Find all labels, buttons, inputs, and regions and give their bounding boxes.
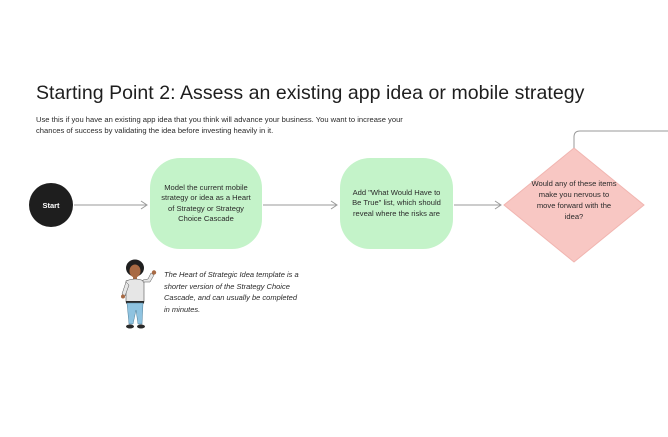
decision-diamond[interactable] xyxy=(503,147,645,263)
template-note: The Heart of Strategic Idea template is … xyxy=(164,270,299,314)
start-node[interactable]: Start xyxy=(29,183,73,227)
page-description: Use this if you have an existing app ide… xyxy=(36,115,403,135)
page-title: Starting Point 2: Assess an existing app… xyxy=(36,82,585,104)
person-illustration xyxy=(121,259,157,329)
arrowhead-model-to-wwhtbt xyxy=(330,200,338,210)
connector-decision-up xyxy=(573,130,668,148)
decision-question: Would any of these items make you nervou… xyxy=(531,179,617,221)
what-would-have-to-be-true-step[interactable]: Add "What Would Have to Be True" list, w… xyxy=(340,158,453,249)
model-strategy-step[interactable]: Model the current mobile strategy or ide… xyxy=(150,158,262,249)
arrowhead-start-to-model xyxy=(140,200,148,210)
arrowhead-wwhtbt-to-decision xyxy=(494,200,502,210)
